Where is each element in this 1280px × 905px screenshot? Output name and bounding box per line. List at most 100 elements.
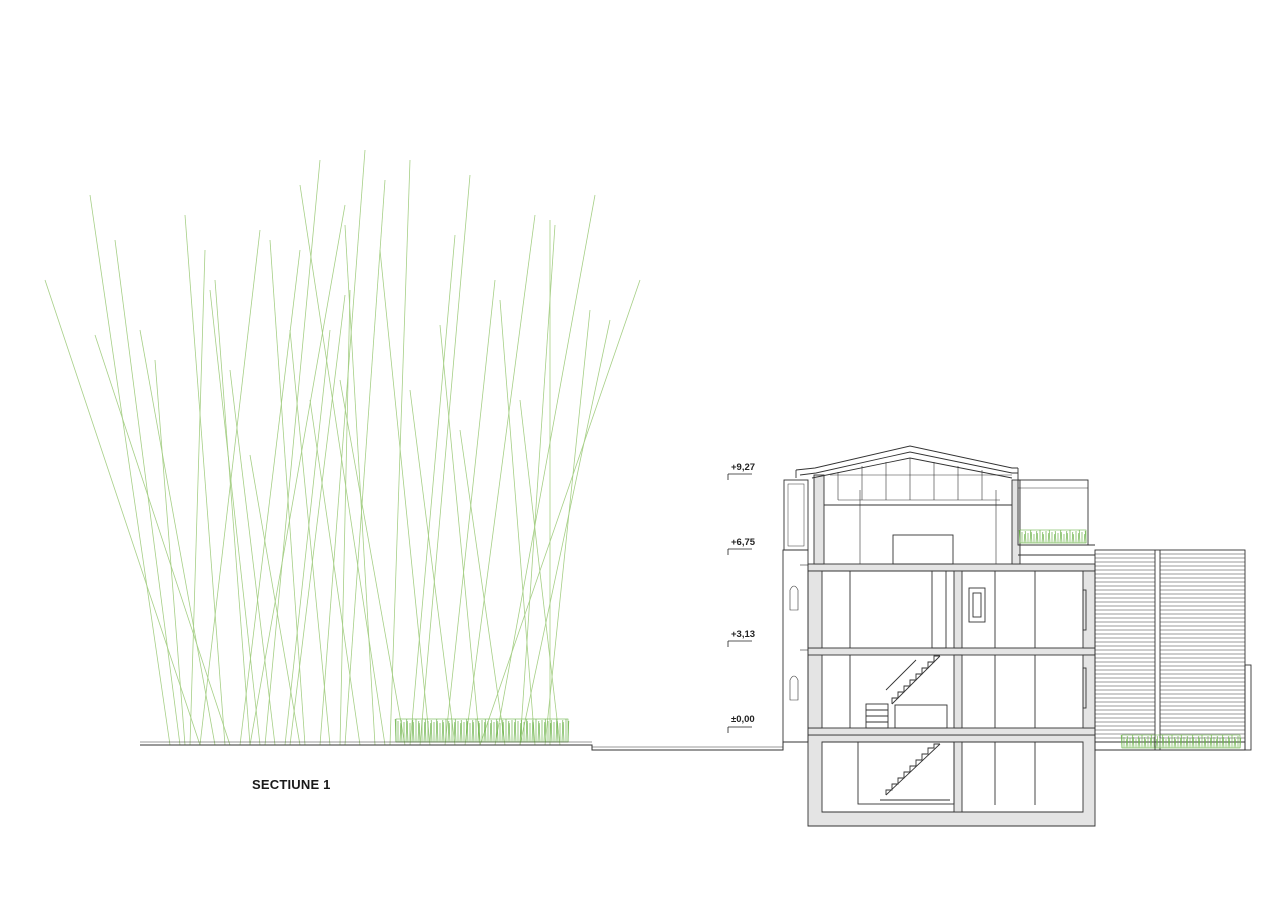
bamboo-stalk [184,214,226,746]
grass-blade [544,718,547,743]
bamboo-stalk [344,224,376,746]
grass-blade [400,719,403,743]
grass-blade [429,722,432,743]
garden-grass [1120,734,1242,749]
bamboo-stalk [339,379,406,746]
level-label-675: +6,75 [731,537,756,548]
bamboo-stalk [339,289,351,746]
bamboo-stalk [494,194,596,746]
grass-blade [519,722,522,743]
grass-blade [1041,531,1044,544]
terrace-grass [1018,529,1087,544]
bamboo-stalk [409,389,456,746]
grass-blade [1078,529,1081,544]
bamboo-stalk [114,239,181,746]
grass-blade [1132,736,1135,749]
grass-blade [1035,530,1038,544]
bamboo-stalk [299,184,386,746]
grass-blade [1155,738,1158,749]
grass-blade [1053,533,1056,544]
grass-blade [1024,530,1027,544]
bamboo-stalk [319,149,366,746]
bamboo-stalk [519,399,561,746]
grass-blade [1221,734,1224,749]
first-slab [807,647,1096,656]
basement-wall [953,741,963,813]
bamboo-stalk [284,329,331,746]
bamboo-stalk [139,329,216,746]
grass-blade [1126,735,1129,749]
wall-left-gf [807,647,823,729]
grass-blade [1029,529,1032,544]
grass-blade [1138,737,1141,749]
grass-blade [501,719,504,743]
ground-slab [807,727,1096,736]
grass-blade [1215,738,1218,749]
bamboo-stalk [264,159,321,746]
basement-slab-cut [807,734,1096,827]
grass-blade [1060,531,1063,544]
interior-wall-2f [1011,479,1021,565]
grass-blade [1161,734,1164,749]
bamboo-stalk [154,359,186,746]
bamboo-stalk [544,309,591,746]
grass-blade [555,718,558,743]
grass-blade [537,720,540,743]
level-label-313: +3,13 [731,629,756,640]
grass-blade [436,720,439,743]
bamboo-stalk [229,369,276,746]
grass-blade [1023,533,1026,544]
grass-blade [1066,532,1069,544]
bamboo-stalk [189,249,206,746]
grass-blade [1228,737,1231,749]
grass-blade [1234,738,1237,749]
bamboo-stalk [389,159,411,746]
grass-blade [454,718,457,743]
grass-blade [447,720,450,743]
grass-blade [520,719,523,743]
grass-blade [1072,533,1075,544]
level-markers [727,473,752,733]
bamboo-stalk [419,174,471,746]
grass-blade [549,722,552,743]
grass-blade [472,721,475,743]
grass-blade [418,722,421,743]
grass-blade [406,720,409,743]
grass-blade [1210,734,1213,749]
grass-blade [484,718,487,743]
grass-blade [1144,738,1147,749]
grass-blade [441,719,444,743]
grass-blade [1125,738,1128,749]
grass-blade [1180,734,1183,749]
grass-blade [1209,737,1212,749]
grass-blade [1054,530,1057,544]
grass-blade [1036,532,1039,544]
grass-blade [1048,529,1051,544]
grass-blade [424,718,427,743]
grass-blade [490,719,493,743]
grass-blade [471,719,474,743]
grass-blade [1156,735,1159,749]
grass-blade [508,722,511,743]
bamboo-stalk [444,279,496,746]
bamboo-stalk [344,179,386,746]
bamboo-stalk [249,454,301,746]
grass-blade [1059,529,1062,544]
grass-blade [561,719,564,743]
grass-blade [562,721,565,743]
grass-blade [1173,736,1176,749]
grass-blade [543,721,546,743]
grass-blade [1233,736,1236,749]
grass-blade [502,721,505,743]
bamboo-stalk [479,279,641,746]
grass-blade [417,720,420,743]
grass-blade [489,722,492,743]
bamboo-stalk [44,279,201,746]
grass-blade [1047,532,1050,544]
bamboo-stalk [249,204,346,746]
grass-blade [1186,735,1189,749]
bamboo-stalk [459,429,506,746]
grass-blade [507,720,510,743]
bamboo-stalk [519,224,556,746]
